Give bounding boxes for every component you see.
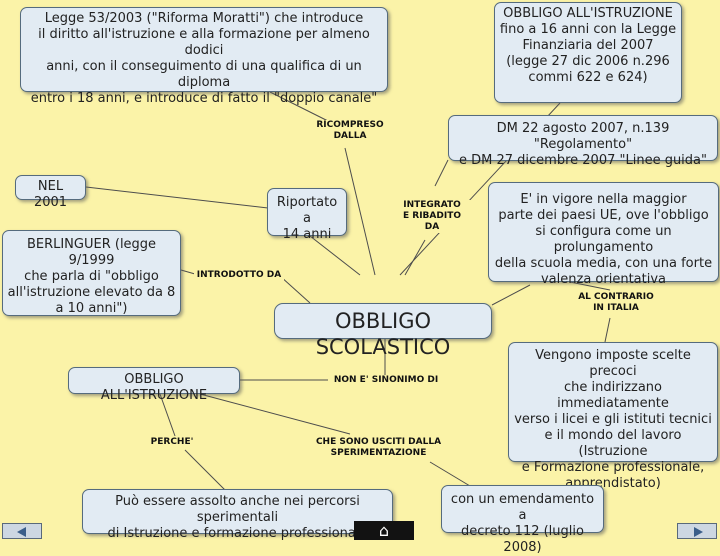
link-perche: PERCHE' [142, 437, 202, 448]
link-integrato-ribadito-da: INTEGRATO E RIBADITO DA [392, 200, 472, 233]
line-obbligo-chesono [199, 393, 351, 435]
link-che-sono-usciti: CHE SONO USCITI DALLA SPERIMENTAZIONE [306, 437, 451, 459]
line-dm-integrato [434, 159, 449, 187]
next-slide-button[interactable] [677, 523, 717, 539]
node-dm-22-agosto-2007[interactable]: DM 22 agosto 2007, n.139 "Regolamento" e… [448, 115, 718, 168]
line-ricompreso-center [344, 147, 376, 276]
node-obbligo-scolastico[interactable]: OBBLIGO SCOLASTICO [274, 303, 492, 359]
line-legge53-ricompreso [269, 91, 331, 123]
line-ue-alcontrario [569, 281, 611, 291]
line-alcontrario-vengono [604, 317, 611, 343]
line-obbligo-perche [159, 393, 176, 437]
node-puo-essere-assolto[interactable]: Può essere assolto anche nei percorsi sp… [82, 489, 393, 541]
node-obbligo-istruzione-finanziaria[interactable]: OBBLIGO ALL'ISTRUZIONE fino a 16 anni co… [494, 2, 682, 103]
node-emendamento-112[interactable]: con un emendamento a decreto 112 (luglio… [441, 485, 604, 555]
line-perche-puo [184, 449, 226, 491]
line-introdotto-center [279, 275, 311, 304]
line-center-alcontrario [491, 284, 531, 306]
previous-slide-button[interactable] [2, 523, 42, 539]
node-vengono-imposte[interactable]: Vengono imposte scelte precoci che indir… [508, 342, 718, 491]
node-riportato-14-anni[interactable]: Riportato a 14 anni [267, 188, 347, 242]
node-nel-2001[interactable]: NEL 2001 [15, 175, 86, 210]
left-triangle-icon [17, 527, 26, 537]
line-berlinguer-introdotto [180, 269, 196, 275]
link-al-contrario-in-italia: AL CONTRARIO IN ITALIA [570, 292, 662, 314]
link-ricompreso-dalla: RICOMPRESO DALLA [310, 120, 390, 142]
node-obbligo-istruzione[interactable]: OBBLIGO ALL'ISTRUZIONE [68, 367, 240, 403]
line-integrato-center [404, 239, 426, 276]
line-riportato-center [309, 235, 361, 276]
link-introdotto-da: INTRODOTTO DA [194, 270, 284, 281]
right-triangle-icon [694, 527, 703, 537]
node-berlinguer[interactable]: BERLINGUER (legge 9/1999 che parla di "o… [2, 230, 181, 316]
line-chesono-emendamento [429, 461, 471, 487]
line-nel2001-riportato [85, 186, 269, 209]
node-in-vigore-ue[interactable]: E' in vigore nella maggior parte dei pae… [488, 182, 719, 287]
link-non-sinonimo: NON E' SINONIMO DI [328, 375, 444, 386]
home-icon: ⌂ [378, 521, 390, 540]
node-legge-53-2003[interactable]: Legge 53/2003 ("Riforma Moratti") che in… [20, 7, 388, 106]
home-button[interactable]: ⌂ [354, 521, 414, 540]
